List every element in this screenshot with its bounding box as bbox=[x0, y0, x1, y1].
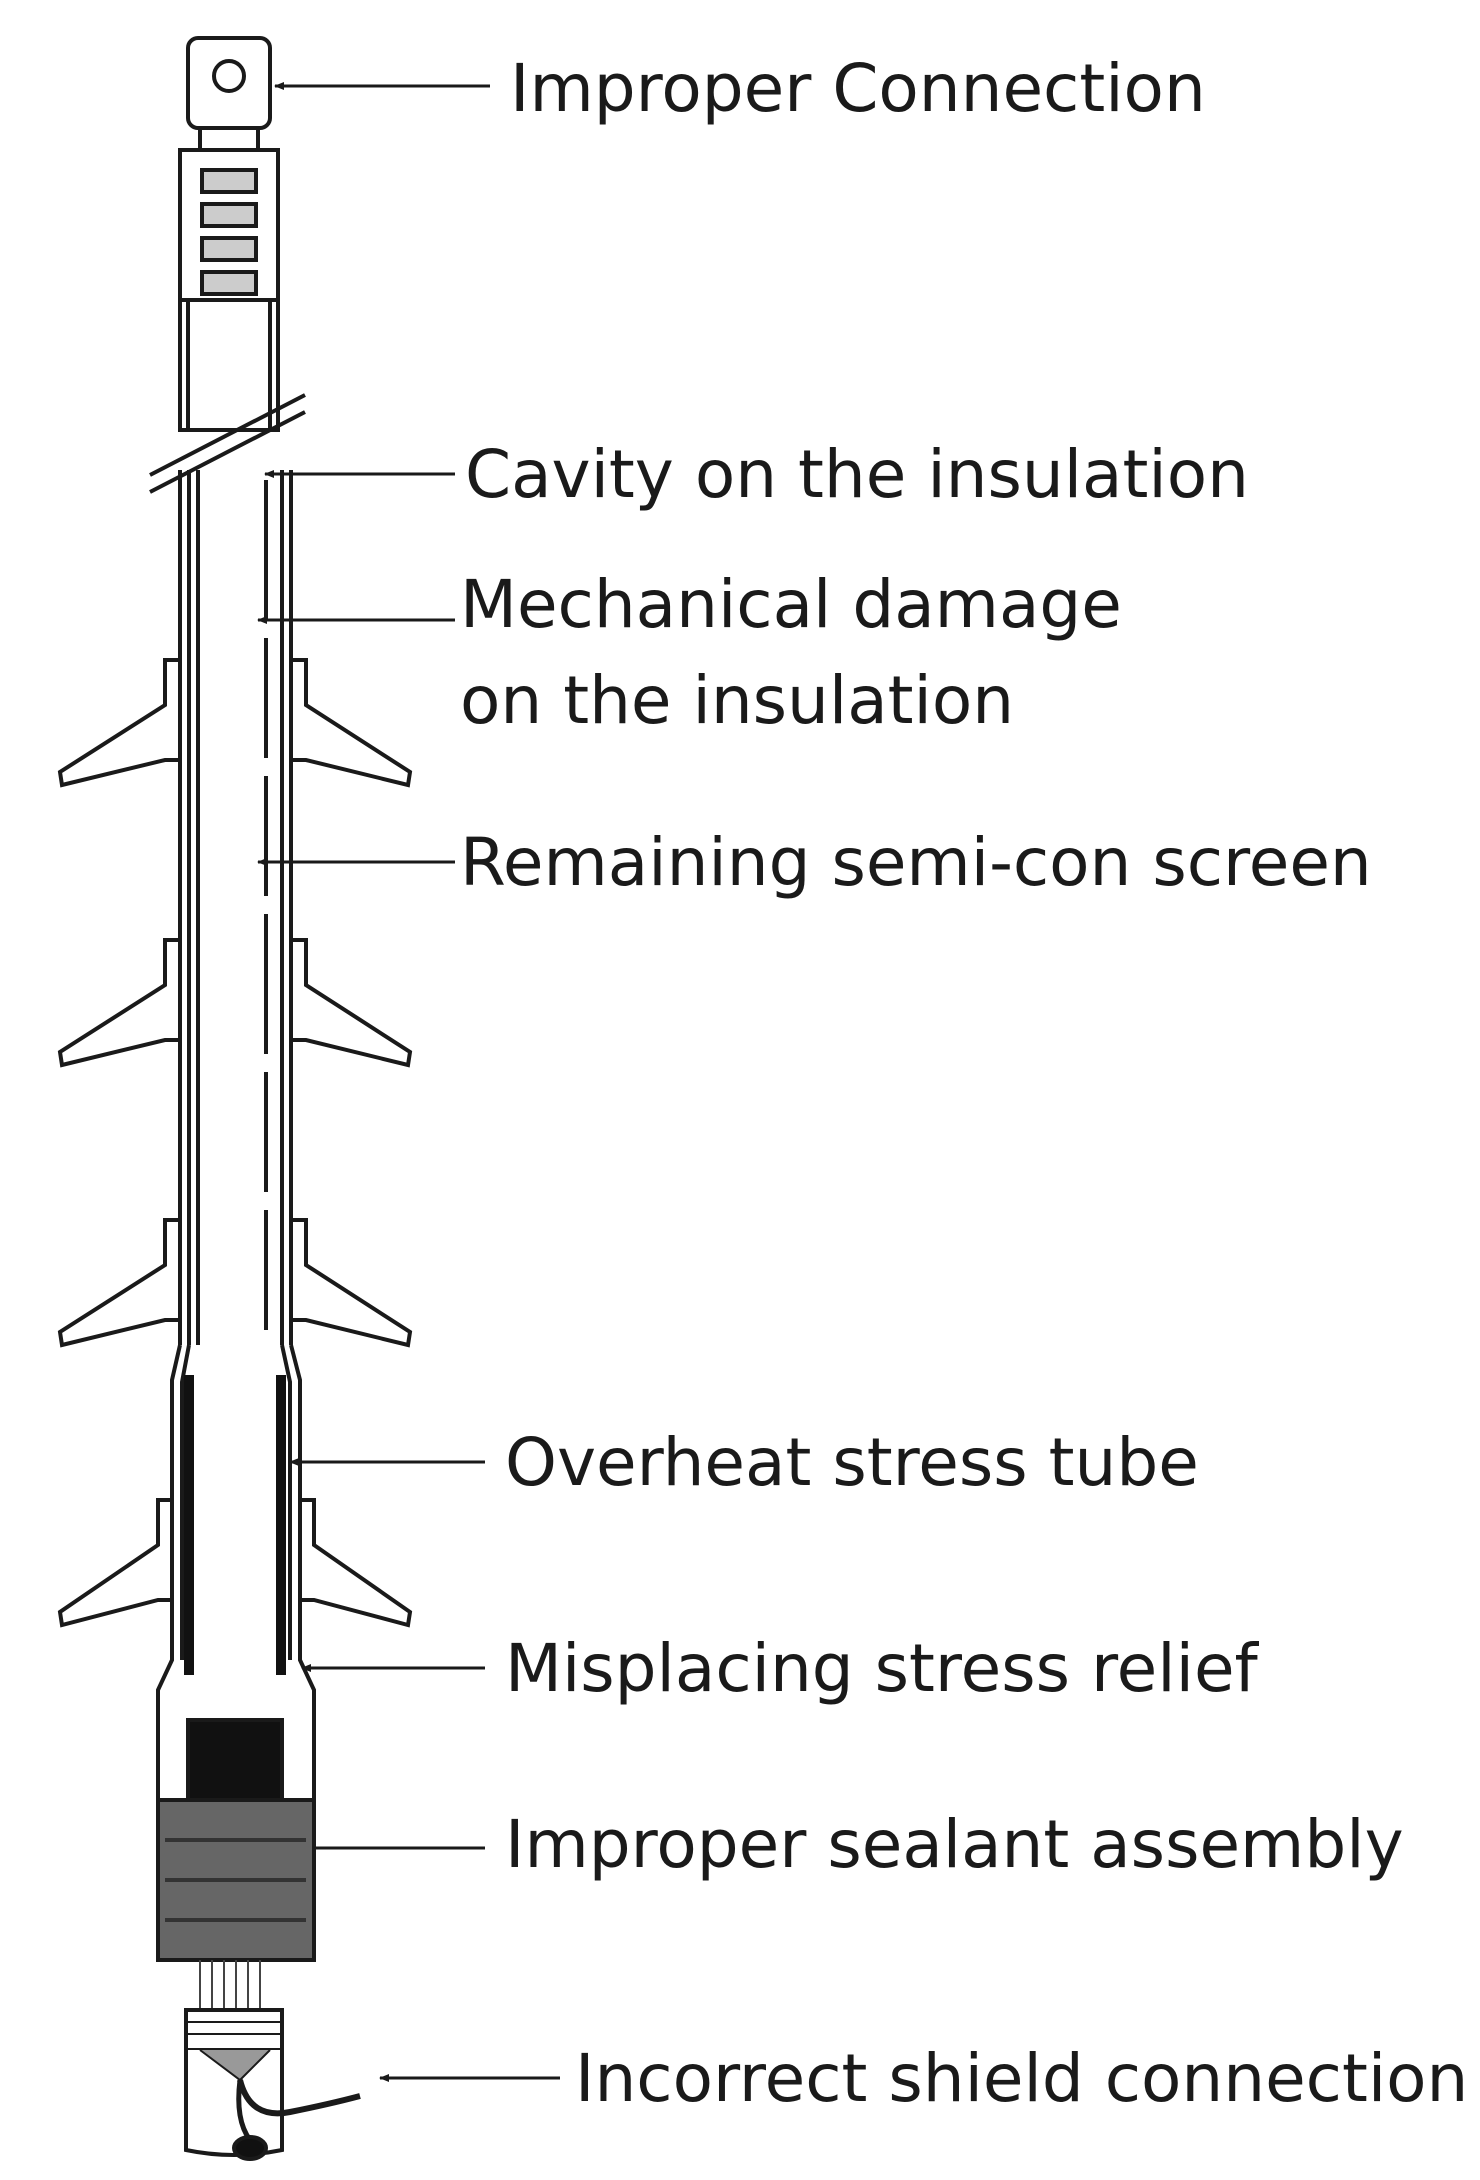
label-mechanical-1: Mechanical damage bbox=[460, 566, 1122, 643]
upper-tube bbox=[178, 298, 280, 432]
leader-lines bbox=[257, 82, 560, 2082]
stress-tube-left bbox=[184, 1375, 194, 1675]
label-semicon: Remaining semi-con screen bbox=[460, 824, 1372, 901]
label-improper-connection: Improper Connection bbox=[510, 50, 1206, 127]
shield-wire bbox=[237, 2079, 361, 2117]
cable-strands bbox=[199, 1960, 261, 2010]
label-mechanical-2: on the insulation bbox=[460, 662, 1015, 739]
shed-1 bbox=[57, 658, 413, 788]
stress-relief bbox=[186, 1718, 284, 1802]
connector-lug bbox=[186, 36, 272, 130]
label-misplacing: Misplacing stress relief bbox=[505, 1630, 1258, 1707]
lug-hole bbox=[212, 59, 246, 93]
break-mark bbox=[149, 410, 306, 494]
label-sealant: Improper sealant assembly bbox=[505, 1806, 1404, 1883]
shield-ground-lug bbox=[232, 2135, 268, 2161]
label-shield: Incorrect shield connection bbox=[575, 2040, 1469, 2117]
label-overheat: Overheat stress tube bbox=[505, 1424, 1199, 1501]
cable-end bbox=[184, 2050, 284, 2157]
shed-3 bbox=[57, 1218, 413, 1348]
connector-barrel bbox=[178, 148, 280, 302]
stress-tube-right bbox=[276, 1375, 286, 1675]
jacket-band bbox=[184, 2008, 284, 2052]
termination-body bbox=[57, 36, 413, 2161]
shed-2 bbox=[57, 938, 413, 1068]
break-mark bbox=[149, 393, 306, 477]
label-cavity: Cavity on the insulation bbox=[465, 436, 1249, 513]
shed-4 bbox=[57, 1498, 413, 1628]
